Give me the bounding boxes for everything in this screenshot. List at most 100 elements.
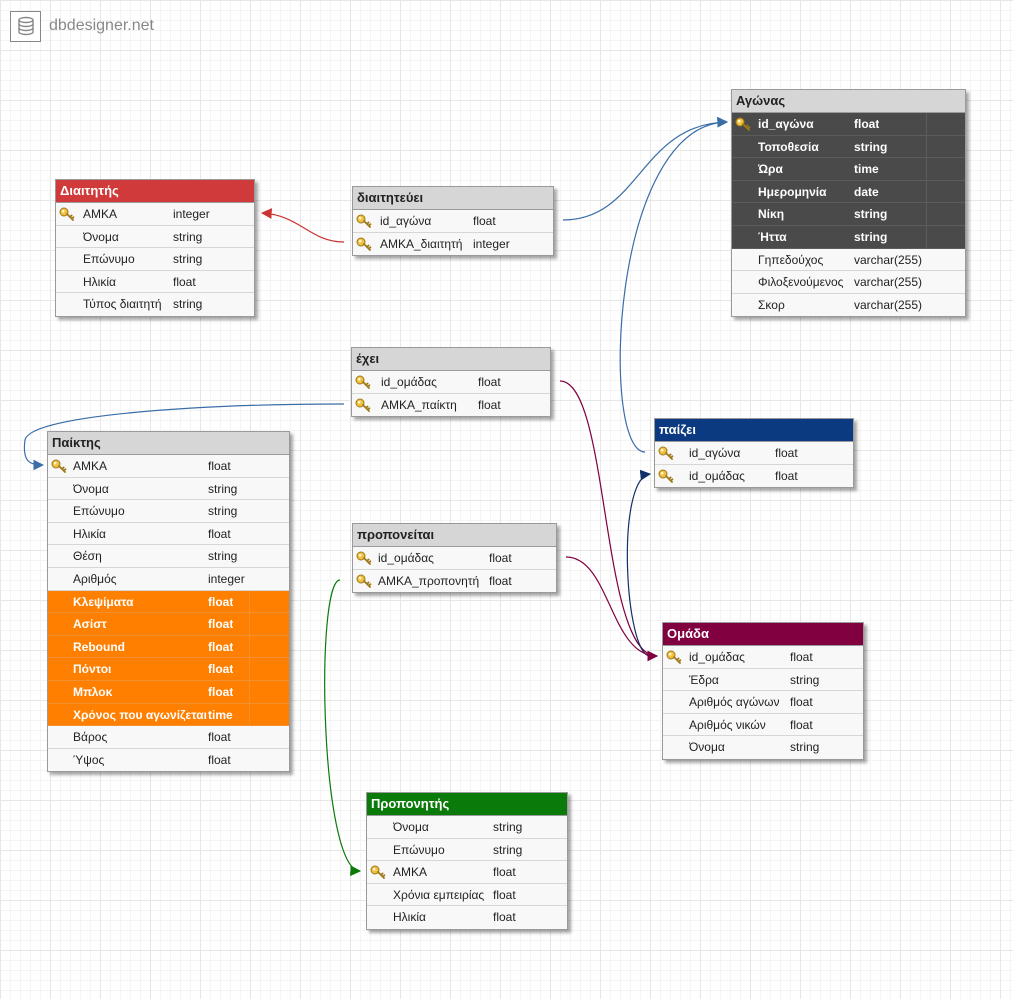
field-name: id_αγώνα [380,214,432,228]
column-divider [249,635,250,658]
field-type: string [790,672,820,687]
database-icon [10,10,41,42]
primary-key-icon [658,446,674,460]
field-name: Αριθμός [73,571,117,586]
field-name: Όνομα [689,740,725,755]
primary-key-icon [658,469,674,483]
table-title: έχει [352,348,550,371]
column-divider [926,113,927,135]
table-row[interactable]: id_ομάδας float [655,465,853,488]
field-name: Ήττα [758,229,787,244]
field-type: date [854,184,879,199]
table-title: Διαιτητής [56,180,254,203]
field-type: varchar(255) [854,275,923,290]
field-name: Όνομα [393,820,429,834]
field-type: float [478,397,501,412]
link-paizei-agonas [619,116,729,453]
primary-key-icon [356,237,372,251]
field-name: Αριθμός νικών [689,717,766,732]
field-type: string [173,252,203,267]
field-type: float [775,446,798,460]
field-type: float [208,730,231,745]
primary-key-icon [51,459,67,473]
field-type: time [208,707,233,722]
link-diaititeuei-agonas [562,116,729,221]
link-proponeitai-omada [565,556,659,662]
primary-key-icon [355,375,371,389]
primary-key-icon [355,398,371,412]
brand-name: dbdesigner.net [49,17,154,34]
table-title: διαιτητεύει [353,187,553,210]
field-type: string [208,481,238,496]
field-name: Rebound [73,639,125,654]
field-name: Χρόνος που αγωνίζεται [73,707,207,722]
field-name: Όνομα [83,229,119,244]
primary-key-icon [356,574,372,588]
field-name: Ασίστ [73,617,107,632]
field-name: id_αγώνα [758,117,814,131]
table-title: προπονείται [353,524,556,547]
field-name: ΑΜΚΑ_παίκτη [381,397,457,412]
link-exei-paiktis [23,403,345,471]
table-row[interactable]: ΑΜΚΑ_παίκτη float [352,394,550,417]
field-name: id_ομάδας [689,468,745,483]
field-type: float [775,468,798,483]
field-type: float [173,274,196,289]
field-type: float [790,695,813,710]
